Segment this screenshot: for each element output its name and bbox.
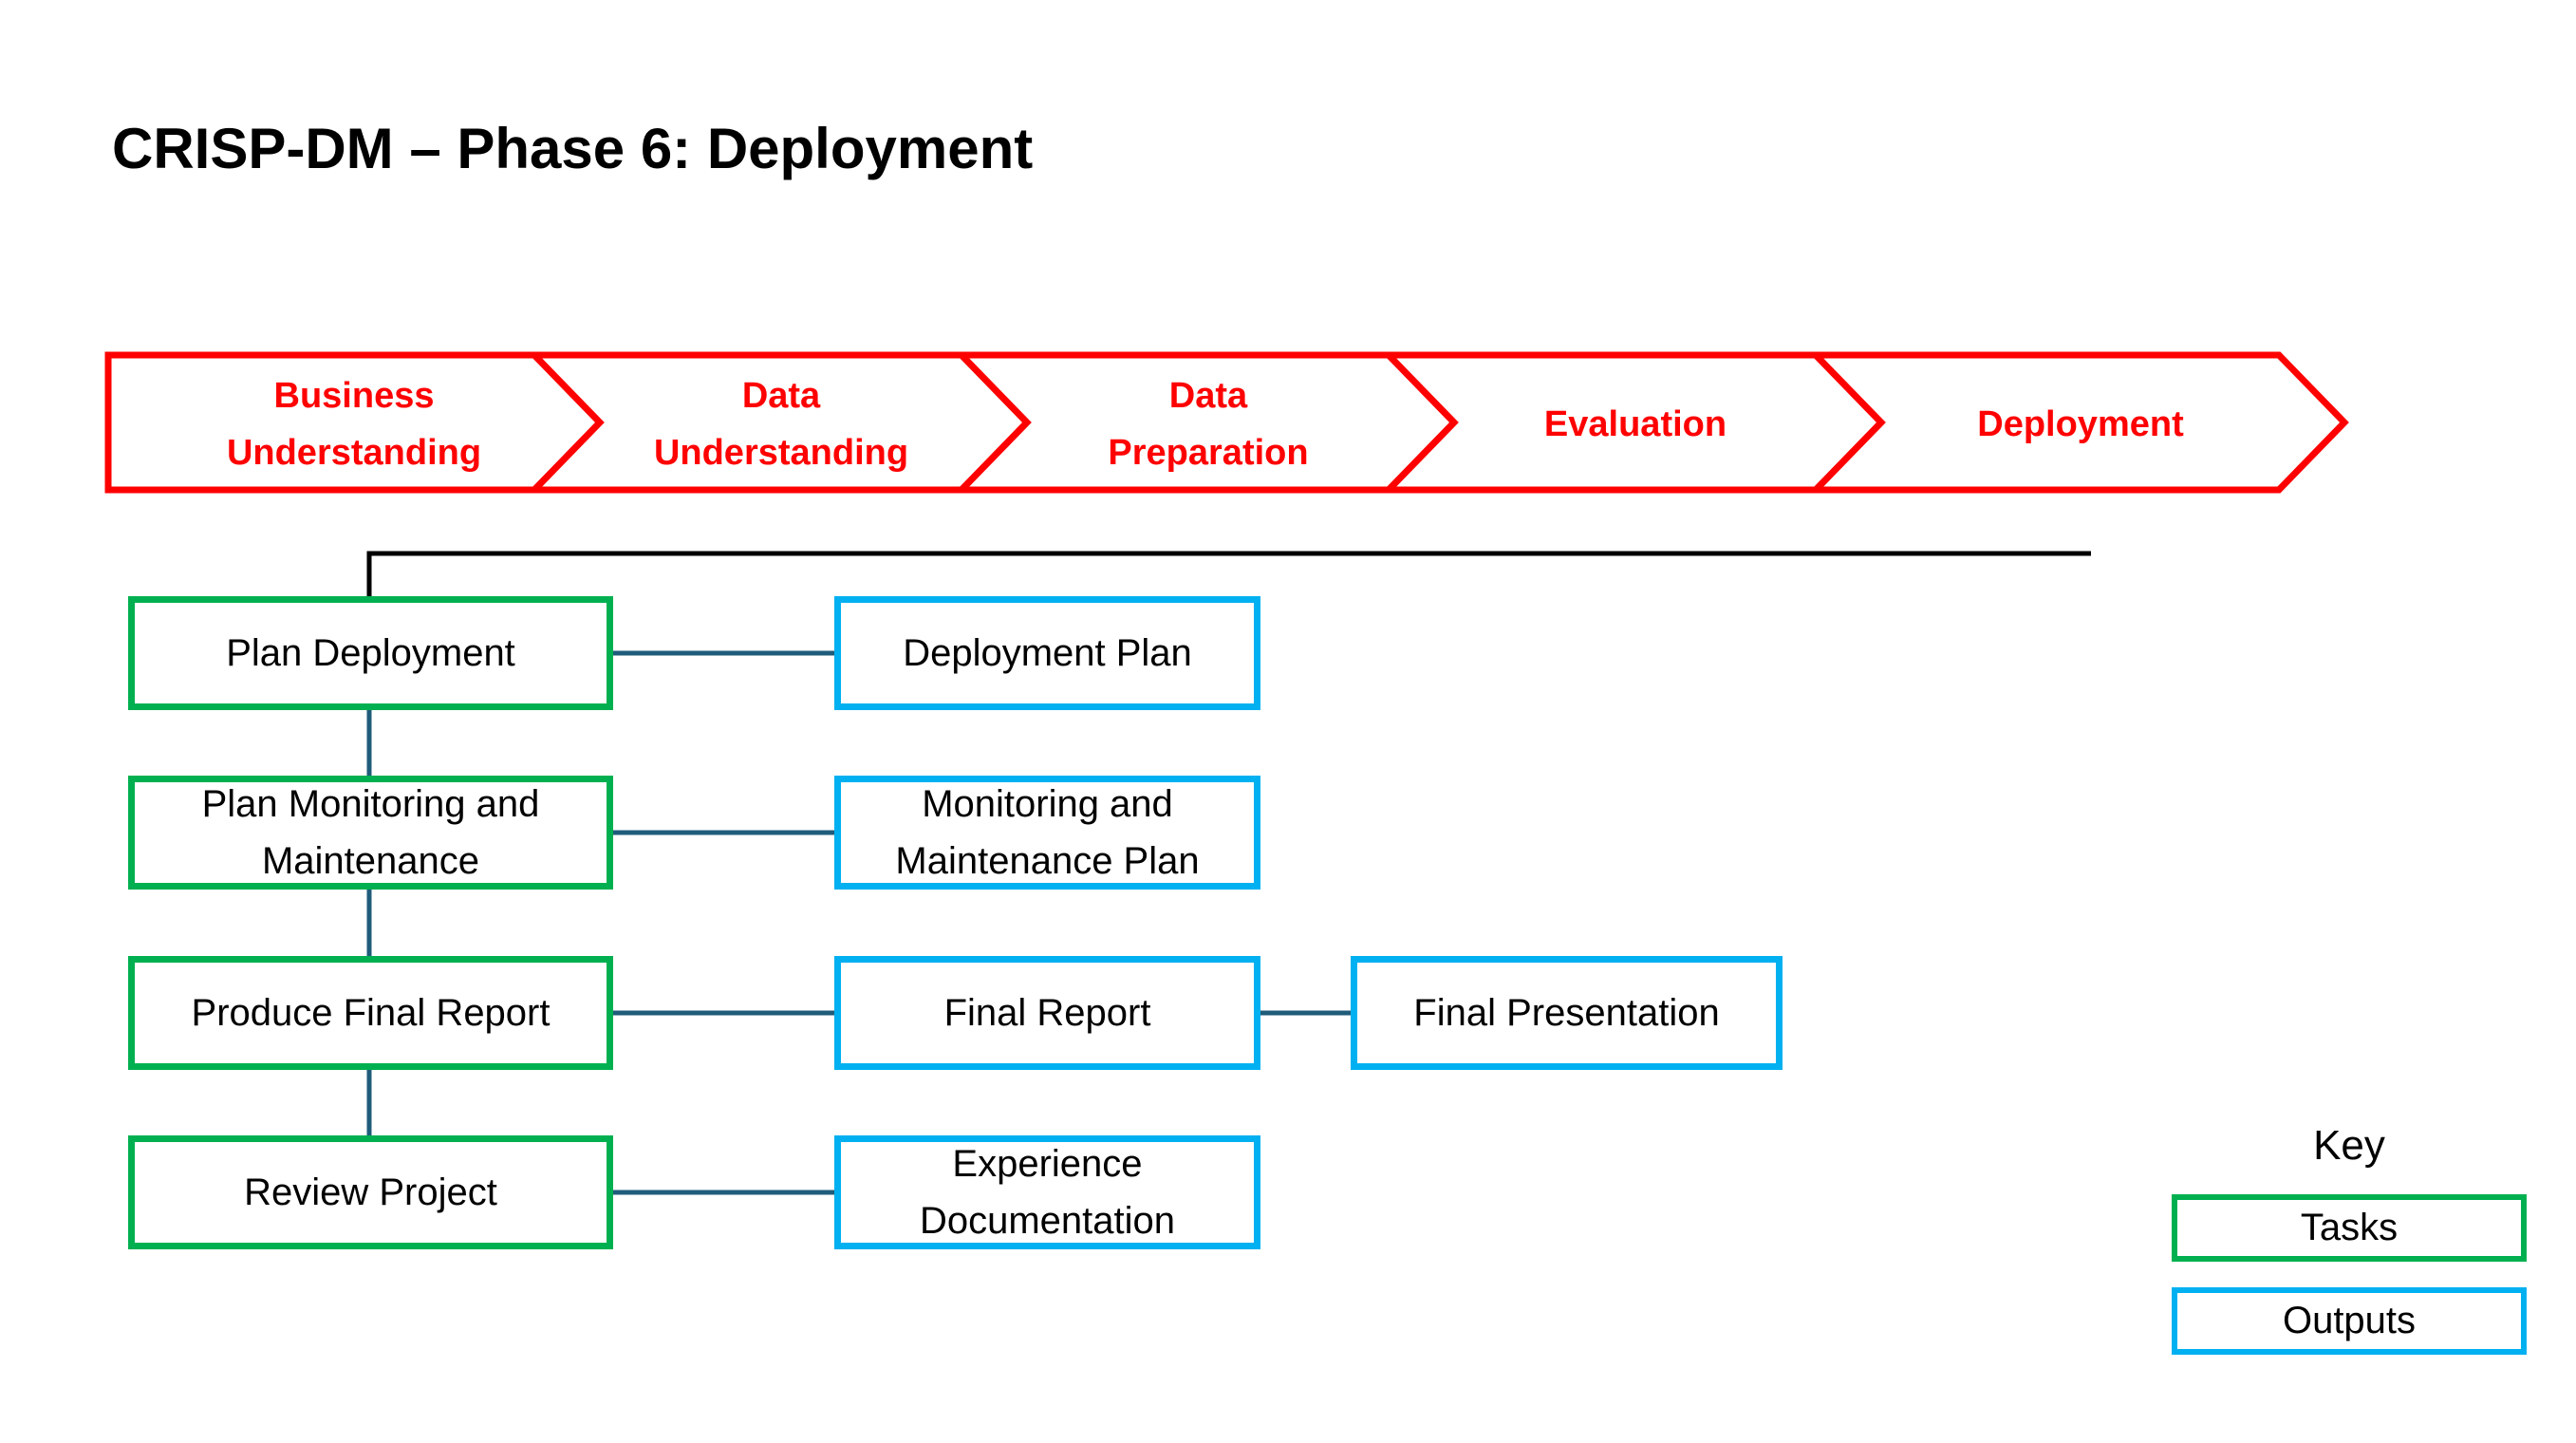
chevron-deployment — [1807, 351, 2349, 494]
output-box-deployment-plan: Deployment Plan — [834, 596, 1260, 710]
output-box-final-presentation: Final Presentation — [1351, 956, 1783, 1070]
key-title: Key — [2313, 1122, 2385, 1169]
key-tasks-box: Tasks — [2172, 1194, 2527, 1262]
task-box-produce-final-report: Produce Final Report — [128, 956, 613, 1070]
task-box-plan-monitoring-maintenance: Plan Monitoring and Maintenance — [128, 776, 613, 890]
output-box-experience-documentation: Experience Documentation — [834, 1135, 1260, 1249]
phase-to-tasks-connector — [366, 551, 2091, 598]
task-box-plan-deployment: Plan Deployment — [128, 596, 613, 710]
page-title: CRISP-DM – Phase 6: Deployment — [112, 117, 1034, 180]
phase-label-data-preparation: Data Preparation — [1108, 376, 1309, 473]
output-box-final-report: Final Report — [834, 956, 1260, 1070]
key-outputs-box: Outputs — [2172, 1287, 2527, 1355]
phase-label-deployment: Deployment — [1977, 404, 2184, 444]
task-box-review-project: Review Project — [128, 1135, 613, 1249]
phase-label-data-understanding: Data Understanding — [653, 376, 909, 473]
phase-label-evaluation: Evaluation — [1543, 404, 1727, 444]
phase-label-business-understanding: Business Understanding — [226, 376, 482, 473]
output-box-monitoring-maintenance-plan: Monitoring and Maintenance Plan — [834, 776, 1260, 890]
phase-banner — [104, 351, 2349, 494]
